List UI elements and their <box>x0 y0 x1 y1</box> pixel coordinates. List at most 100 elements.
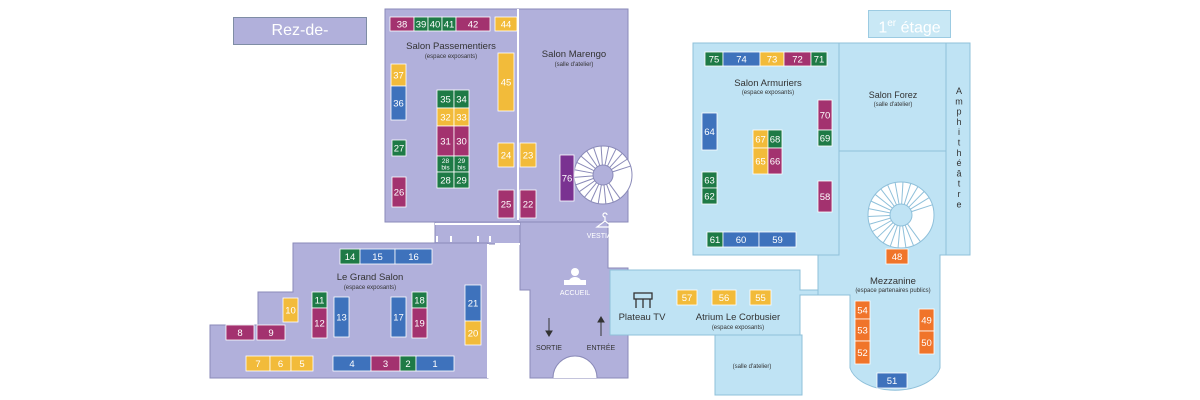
stand-box[interactable] <box>256 324 286 341</box>
stand-63[interactable]: 63 <box>701 171 718 189</box>
stand-box[interactable] <box>497 189 515 219</box>
stand-40[interactable]: 40 <box>427 16 443 32</box>
stand-58[interactable]: 58 <box>817 180 833 213</box>
stand-box[interactable] <box>559 154 575 202</box>
stand-75[interactable]: 75 <box>704 51 724 67</box>
stand-15[interactable]: 15 <box>359 248 396 265</box>
stand-24[interactable]: 24 <box>497 142 515 168</box>
stand-box[interactable] <box>810 51 828 67</box>
stand-67[interactable]: 67 <box>752 129 769 149</box>
stand-box[interactable] <box>311 307 328 339</box>
stand-4[interactable]: 4 <box>332 355 372 372</box>
stand-box[interactable] <box>282 297 299 323</box>
stand-61[interactable]: 61 <box>706 231 724 248</box>
stand-box[interactable] <box>918 330 935 355</box>
stand-box[interactable] <box>676 289 698 306</box>
stand-55[interactable]: 55 <box>749 289 772 306</box>
stand-57[interactable]: 57 <box>676 289 698 306</box>
stand-1[interactable]: 1 <box>415 355 455 372</box>
stand-36[interactable]: 36 <box>390 85 407 121</box>
stand-45[interactable]: 45 <box>497 52 515 112</box>
stand-53[interactable]: 53 <box>854 318 871 342</box>
stand-5[interactable]: 5 <box>290 355 314 372</box>
stand-62[interactable]: 62 <box>701 187 718 205</box>
stand-31[interactable]: 31 <box>436 125 455 157</box>
stand-60[interactable]: 60 <box>722 231 760 248</box>
stand-box[interactable] <box>464 320 482 346</box>
stand-70[interactable]: 70 <box>817 99 833 131</box>
stand-box[interactable] <box>701 112 718 151</box>
stand-14[interactable]: 14 <box>339 248 361 265</box>
stand-box[interactable] <box>390 296 407 338</box>
stand-33[interactable]: 33 <box>453 107 470 127</box>
stand-50[interactable]: 50 <box>918 330 935 355</box>
stand-box[interactable] <box>885 248 909 265</box>
stand-38[interactable]: 38 <box>389 16 415 32</box>
stand-20[interactable]: 20 <box>464 320 482 346</box>
stand-26[interactable]: 26 <box>391 176 407 208</box>
stand-42[interactable]: 42 <box>455 16 491 32</box>
stand-30[interactable]: 30 <box>453 125 470 157</box>
stand-34[interactable]: 34 <box>453 89 470 109</box>
stand-32[interactable]: 32 <box>436 107 455 127</box>
stand-23[interactable]: 23 <box>519 142 537 168</box>
stand-21[interactable]: 21 <box>464 284 482 322</box>
stand-box[interactable] <box>290 355 314 372</box>
stand-box[interactable] <box>333 296 350 338</box>
stand-66[interactable]: 66 <box>767 147 783 175</box>
stand-box[interactable] <box>455 16 491 32</box>
stand-box[interactable] <box>817 129 833 147</box>
stand-37[interactable]: 37 <box>390 63 407 87</box>
stand-49[interactable]: 49 <box>918 308 935 332</box>
stand-9[interactable]: 9 <box>256 324 286 341</box>
stand-7[interactable]: 7 <box>245 355 271 372</box>
stand-box[interactable] <box>876 372 908 389</box>
stand-64[interactable]: 64 <box>701 112 718 151</box>
stand-3[interactable]: 3 <box>370 355 401 372</box>
stand-box[interactable] <box>701 187 718 205</box>
stand-box[interactable] <box>519 189 537 219</box>
stand-41[interactable]: 41 <box>441 16 457 32</box>
stand-11[interactable]: 11 <box>311 291 328 309</box>
stand-65[interactable]: 65 <box>752 147 769 175</box>
stand-39[interactable]: 39 <box>413 16 429 32</box>
stand-22[interactable]: 22 <box>519 189 537 219</box>
stand-6[interactable]: 6 <box>269 355 292 372</box>
stand-box[interactable] <box>497 52 515 112</box>
stand-box[interactable] <box>391 139 407 157</box>
stand-box[interactable] <box>711 289 737 306</box>
stand-73[interactable]: 73 <box>759 51 785 67</box>
stand-71[interactable]: 71 <box>810 51 828 67</box>
stand-box[interactable] <box>453 171 470 189</box>
stand-box[interactable] <box>411 307 428 339</box>
stand-48[interactable]: 48 <box>885 248 909 265</box>
stand-52[interactable]: 52 <box>854 340 871 365</box>
stand-box[interactable] <box>817 180 833 213</box>
stand-28[interactable]: 28 <box>436 171 455 189</box>
stand-51[interactable]: 51 <box>876 372 908 389</box>
stand-box[interactable] <box>394 248 433 265</box>
stand-18[interactable]: 18 <box>411 291 428 309</box>
stand-74[interactable]: 74 <box>722 51 761 67</box>
stand-13[interactable]: 13 <box>333 296 350 338</box>
stand-54[interactable]: 54 <box>854 300 871 320</box>
stand-box[interactable] <box>391 176 407 208</box>
stand-44[interactable]: 44 <box>494 16 518 32</box>
stand-69[interactable]: 69 <box>817 129 833 147</box>
stand-19[interactable]: 19 <box>411 307 428 339</box>
stand-12[interactable]: 12 <box>311 307 328 339</box>
stand-box[interactable] <box>494 16 518 32</box>
stand-17[interactable]: 17 <box>390 296 407 338</box>
stand-box[interactable] <box>415 355 455 372</box>
stand-box[interactable] <box>854 340 871 365</box>
stand-29[interactable]: 29 <box>453 171 470 189</box>
stand-27[interactable]: 27 <box>391 139 407 157</box>
stand-25[interactable]: 25 <box>497 189 515 219</box>
stand-72[interactable]: 72 <box>783 51 812 67</box>
stand-68[interactable]: 68 <box>767 129 783 149</box>
stand-35[interactable]: 35 <box>436 89 455 109</box>
stand-box[interactable] <box>749 289 772 306</box>
stand-box[interactable] <box>767 147 783 175</box>
